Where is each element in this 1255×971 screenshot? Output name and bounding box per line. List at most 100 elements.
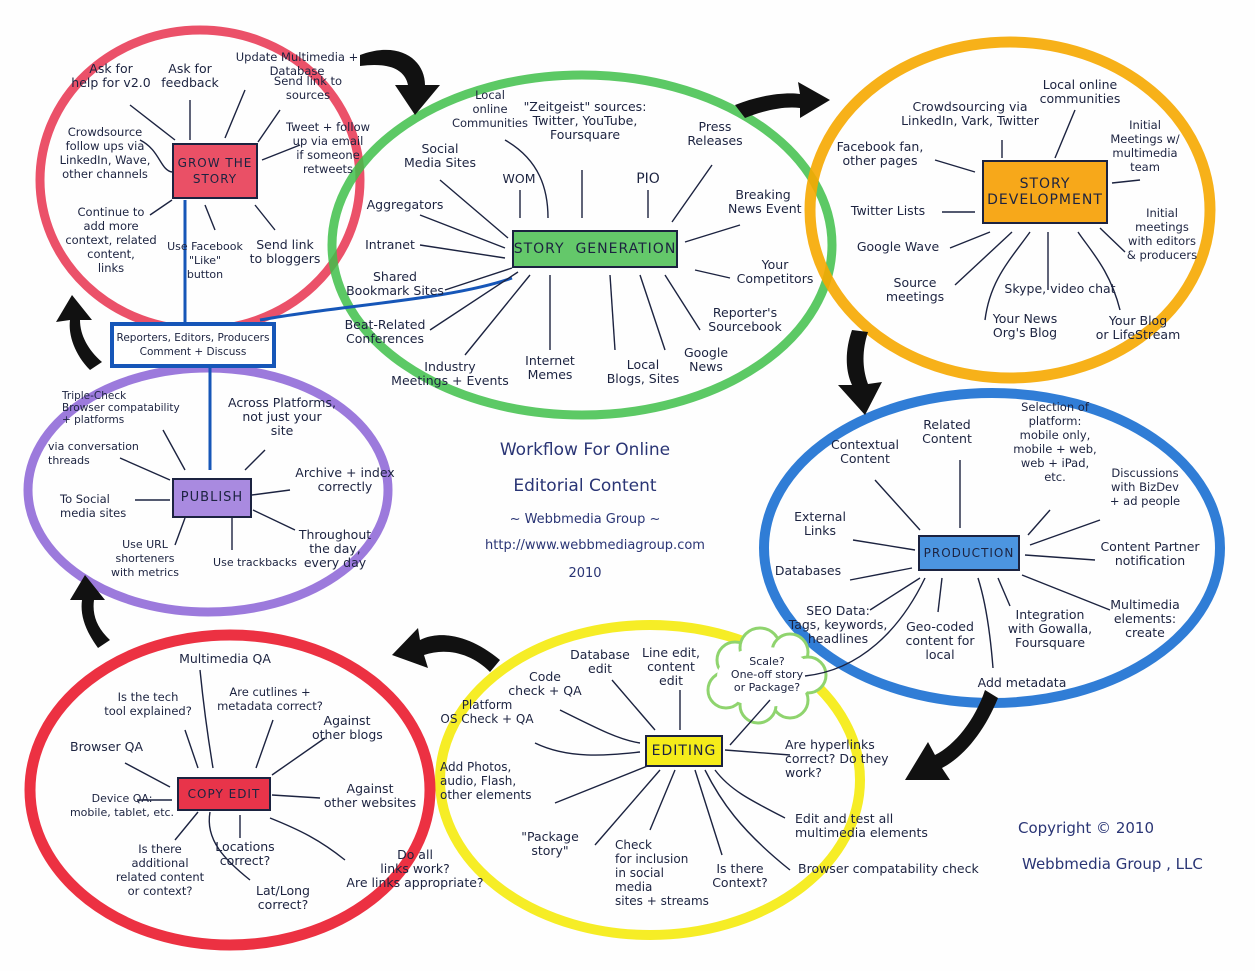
- production-input: Integration with Gowalla, Foursquare: [1007, 607, 1093, 650]
- generation-input: Google News: [683, 345, 729, 374]
- copyright-line1: Copyright © 2010: [1018, 819, 1155, 837]
- editing-input: Code check + QA: [508, 669, 582, 698]
- stage-copy-edit[interactable]: COPY EDIT: [177, 777, 271, 811]
- development-input: Facebook fan, other pages: [836, 139, 924, 168]
- production-input: Content Partner notification: [1100, 539, 1200, 568]
- generation-input: Reporter's Sourcebook: [708, 305, 782, 334]
- development-input: Your News Org's Blog: [992, 311, 1058, 340]
- grow-input: Send link to bloggers: [249, 237, 321, 266]
- generation-input: Your Competitors: [736, 257, 814, 286]
- editing-input: Add Photos, audio, Flash, other elements: [440, 760, 532, 802]
- grow-arrows: [129, 89, 301, 231]
- production-input: Geo-coded content for local: [905, 619, 975, 662]
- stage-story-generation[interactable]: STORY GENERATION: [512, 230, 678, 268]
- publish-input: To Social media sites: [60, 492, 127, 520]
- diagram-title-line1: Workflow For Online: [499, 440, 671, 460]
- development-input: Twitter Lists: [850, 203, 926, 218]
- generation-input: Beat-Related Conferences: [344, 317, 426, 346]
- stage-grow-the-story[interactable]: GROW THE STORY: [172, 143, 258, 199]
- production-arrows: [804, 460, 1111, 677]
- publish-input: Use URL shorteners with metrics: [111, 538, 179, 579]
- generation-input: Local Blogs, Sites: [606, 357, 680, 386]
- development-input: Skype, video chat: [1004, 281, 1116, 296]
- flow-arrows: [56, 49, 998, 780]
- arrow-grow-to-generation: [360, 49, 440, 115]
- copyedit-input: Is there additional related content or c…: [115, 842, 205, 898]
- diagram-year: 2010: [568, 566, 602, 581]
- development-input: Initial Meetings w/ multimedia team: [1110, 118, 1180, 174]
- publish-input: Archive + index correctly: [295, 465, 395, 494]
- arrow-publish-to-grow: [56, 295, 102, 370]
- grow-input: Tweet + follow up via email if someone r…: [285, 120, 371, 176]
- generation-input: PIO: [636, 171, 660, 187]
- arrow-production-to-editing: [905, 690, 998, 780]
- publish-input: Across Platforms, not just your site: [228, 395, 336, 438]
- ring-development: [804, 36, 1216, 384]
- production-input: Selection of platform: mobile only, mobi…: [1013, 400, 1097, 484]
- development-input: Your Blog or LifeStream: [1095, 313, 1181, 342]
- generation-input: Aggregators: [366, 197, 444, 212]
- development-input: Crowdsourcing via LinkedIn, Vark, Twitte…: [901, 99, 1039, 128]
- copyedit-input: Do all links work? Are links appropriate…: [346, 847, 484, 890]
- copyedit-input: Against other blogs: [312, 713, 383, 742]
- ring-editing: [435, 620, 865, 940]
- production-input: Databases: [774, 563, 842, 578]
- diagram-author: ~ Webbmedia Group ~: [509, 512, 661, 527]
- copyedit-arrows: [124, 669, 346, 881]
- editing-input: Is there Context?: [712, 861, 768, 890]
- copyedit-input: Is the tech tool explained?: [104, 690, 192, 718]
- production-input: Discussions with BizDev + ad people: [1109, 466, 1181, 508]
- grow-input: Ask for help for v2.0: [71, 61, 151, 90]
- generation-input: "Zeitgeist" sources: Twitter, YouTube, F…: [523, 99, 647, 142]
- generation-input: Internet Memes: [525, 353, 575, 382]
- editing-input: Are hyperlinks correct? Do they work?: [785, 737, 889, 780]
- editing-input: Line edit, content edit: [642, 645, 700, 688]
- publish-input: Throughout the day, every day: [298, 527, 372, 570]
- copyedit-input: Are cutlines + metadata correct?: [217, 685, 323, 713]
- generation-input: Intranet: [365, 237, 415, 252]
- generation-input: Breaking News Event: [728, 187, 802, 216]
- generation-input: Industry Meetings + Events: [391, 359, 509, 388]
- editing-input: Check for inclusion in social media site…: [615, 838, 709, 908]
- arrow-copyedit-to-publish: [70, 575, 110, 648]
- editing-arrows: [534, 679, 791, 871]
- grow-input: Update Multimedia + Database: [235, 50, 359, 78]
- development-input: Local online communities: [1039, 77, 1121, 106]
- diagram-title-line2: Editorial Content: [513, 476, 657, 496]
- editing-input: Platform OS Check + QA: [440, 698, 534, 726]
- ring-copyedit: [24, 629, 436, 951]
- stage-editing[interactable]: EDITING: [645, 735, 723, 767]
- arrow-editing-to-copyedit: [392, 628, 500, 672]
- ring-generation: [327, 70, 837, 420]
- production-input: SEO Data: Tags, keywords, headlines: [788, 603, 888, 646]
- production-input: Multimedia elements: create: [1110, 597, 1180, 640]
- grow-input: Send link to sources: [273, 74, 343, 102]
- editing-input: Browser compatability check: [798, 861, 979, 876]
- stage-story-development[interactable]: STORY DEVELOPMENT: [982, 160, 1108, 224]
- arrow-development-to-production: [838, 330, 882, 415]
- development-arrows: [934, 109, 1141, 321]
- copyright-line2: Webbmedia Group , LLC: [1022, 855, 1203, 873]
- production-input: Contextual Content: [830, 437, 900, 466]
- production-input: Add metadata: [977, 675, 1067, 690]
- grow-input: Ask for feedback: [161, 61, 219, 90]
- publish-input: Use trackbacks: [213, 556, 297, 569]
- copyedit-input: Multimedia QA: [179, 651, 271, 666]
- editing-input: Database edit: [570, 647, 630, 676]
- diagram-url[interactable]: http://www.webbmediagroup.com: [485, 538, 705, 553]
- production-input: External Links: [794, 509, 846, 538]
- grow-input: Continue to add more context, related co…: [65, 205, 157, 275]
- copyedit-input: Lat/Long correct?: [256, 883, 310, 912]
- copyedit-input: Against other websites: [323, 781, 417, 810]
- generation-arrows: [419, 139, 741, 356]
- generation-input: Social Media Sites: [403, 141, 477, 170]
- stage-production[interactable]: PRODUCTION: [918, 535, 1020, 571]
- scale-cloud: [706, 626, 828, 725]
- arrow-generation-to-development: [735, 82, 830, 118]
- stage-publish[interactable]: PUBLISH: [172, 478, 252, 518]
- production-input: Related Content: [922, 417, 972, 446]
- publish-input: via conversation threads: [48, 440, 139, 467]
- reporters-comment-box[interactable]: Reporters, Editors, Producers Comment + …: [110, 322, 276, 368]
- copyedit-input: Locations correct?: [215, 839, 275, 868]
